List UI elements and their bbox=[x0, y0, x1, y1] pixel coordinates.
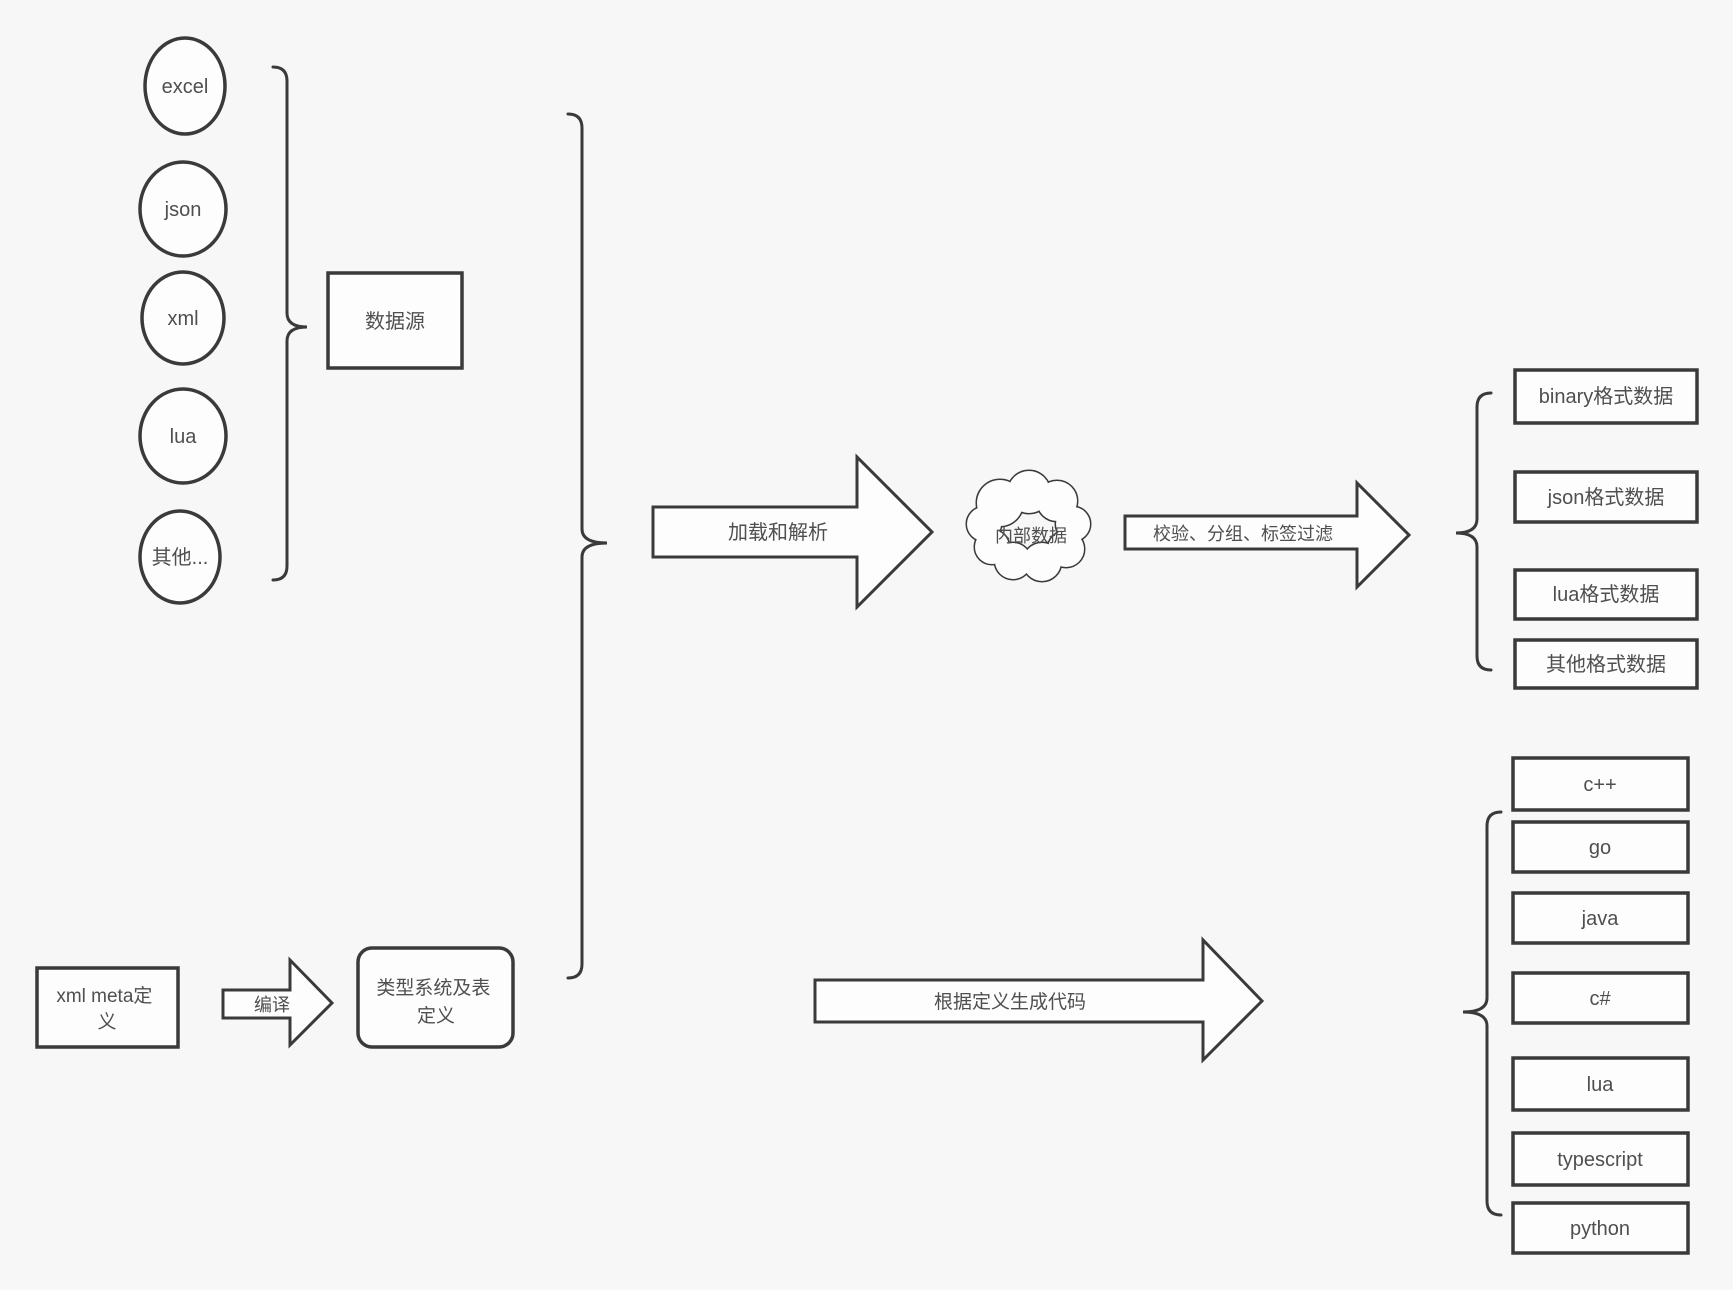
source-ellipse-json bbox=[138, 160, 228, 258]
internal-data-cloud: 内部数据 bbox=[965, 469, 1092, 583]
compile-label: 编译 bbox=[254, 995, 290, 1015]
code-label-csharp: c# bbox=[1589, 988, 1611, 1010]
data-source-label: 数据源 bbox=[365, 310, 425, 333]
internal-data-label: 内部数据 bbox=[995, 526, 1067, 546]
type-system-line1: 类型系统及表 bbox=[376, 977, 490, 999]
sources-brace bbox=[271, 65, 308, 582]
generate-code-arrow bbox=[813, 936, 1265, 1064]
code-outputs-brace bbox=[1462, 810, 1503, 1217]
load-parse-arrow bbox=[651, 453, 935, 611]
output-label-binary: binary格式数据 bbox=[1539, 385, 1673, 408]
source-label-excel: excel bbox=[162, 76, 209, 98]
xml-meta-line2: 义 bbox=[97, 1011, 116, 1033]
load-parse-label: 加载和解析 bbox=[728, 521, 828, 544]
output-label-lua: lua格式数据 bbox=[1553, 583, 1660, 606]
source-ellipse-lua bbox=[138, 387, 228, 485]
code-box-java bbox=[1511, 891, 1690, 945]
source-label-xml: xml bbox=[167, 308, 198, 330]
source-ellipse-xml bbox=[140, 270, 226, 366]
output-box-json bbox=[1513, 470, 1699, 524]
code-label-java: java bbox=[1581, 908, 1620, 930]
filter-label: 校验、分组、标签过滤 bbox=[1153, 524, 1333, 544]
cloud-body bbox=[967, 471, 1090, 581]
source-label-lua: lua bbox=[170, 426, 198, 448]
output-box-binary bbox=[1513, 368, 1699, 425]
source-group: excel json xml lua 其他... bbox=[138, 36, 228, 605]
data-outputs-group: binary格式数据 json格式数据 lua格式数据 其他格式数据 bbox=[1513, 368, 1699, 690]
code-box-python bbox=[1511, 1201, 1690, 1255]
code-label-cpp: c++ bbox=[1583, 774, 1616, 796]
code-outputs-group: c++ go java c# lua typescript python bbox=[1511, 756, 1690, 1255]
source-label-json: json bbox=[164, 199, 202, 221]
filter-arrow bbox=[1123, 479, 1412, 591]
data-source-box bbox=[326, 271, 464, 370]
code-box-csharp bbox=[1511, 971, 1690, 1025]
xml-meta-label: xml meta定 义 bbox=[56, 985, 157, 1033]
data-outputs-brace bbox=[1455, 391, 1493, 672]
xml-meta-box bbox=[35, 966, 180, 1049]
output-box-lua bbox=[1513, 568, 1699, 621]
code-label-go: go bbox=[1589, 837, 1611, 859]
output-label-json: json格式数据 bbox=[1547, 486, 1665, 509]
main-brace bbox=[566, 112, 608, 980]
code-label-lua: lua bbox=[1587, 1074, 1615, 1096]
code-box-typescript bbox=[1511, 1131, 1690, 1187]
code-box-cpp bbox=[1511, 756, 1690, 812]
type-system-label: 类型系统及表 定义 bbox=[376, 977, 495, 1027]
type-system-box bbox=[356, 946, 515, 1049]
xml-meta-line1: xml meta定 bbox=[56, 985, 152, 1007]
code-box-lua bbox=[1511, 1056, 1690, 1112]
output-label-other: 其他格式数据 bbox=[1546, 653, 1666, 676]
code-box-go bbox=[1511, 820, 1690, 874]
code-label-python: python bbox=[1570, 1218, 1630, 1240]
generate-code-label: 根据定义生成代码 bbox=[934, 991, 1086, 1013]
source-label-other: 其他... bbox=[152, 546, 209, 569]
compile-arrow bbox=[221, 956, 335, 1049]
type-system-line2: 定义 bbox=[417, 1005, 455, 1027]
code-label-typescript: typescript bbox=[1557, 1149, 1643, 1171]
source-ellipse-excel bbox=[143, 36, 227, 136]
output-box-other bbox=[1513, 638, 1699, 690]
source-ellipse-other bbox=[138, 509, 222, 605]
